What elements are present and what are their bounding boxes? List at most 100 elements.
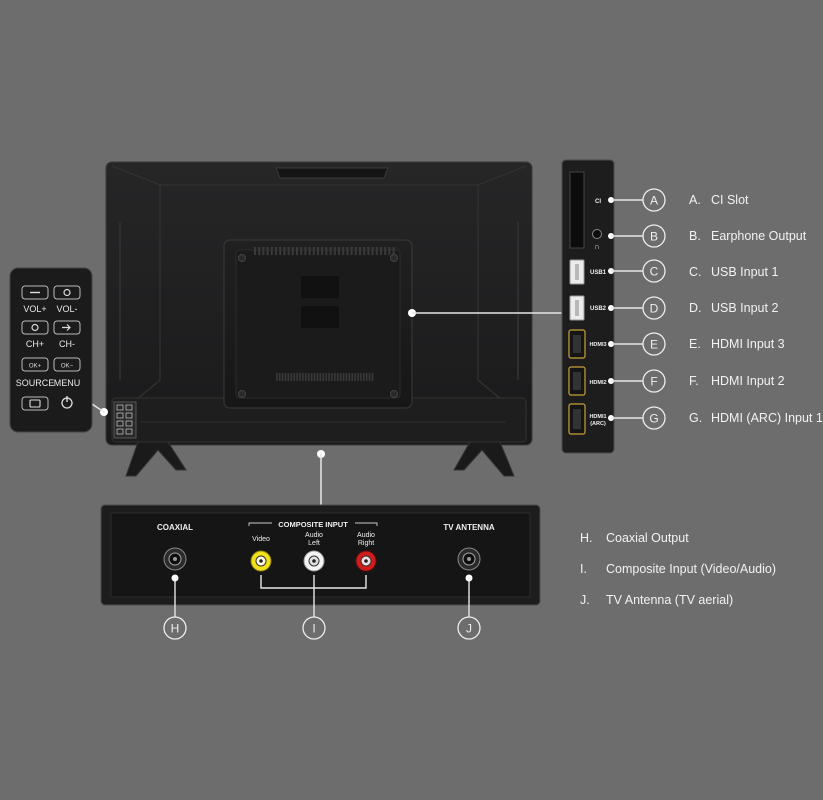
vent-slot <box>293 373 295 381</box>
vent-slot <box>325 247 328 255</box>
stand-left <box>125 441 187 477</box>
vent-slot <box>287 247 290 255</box>
earphone-jack[interactable] <box>592 229 602 239</box>
screw-2 <box>390 254 398 262</box>
vent-slot <box>275 247 277 255</box>
vent-slot <box>357 373 359 381</box>
legend-key: F. <box>689 374 699 388</box>
vent-slot <box>325 373 327 381</box>
mount-pad-bottom <box>301 306 339 328</box>
video-jack[interactable] <box>250 550 272 572</box>
vent-slot <box>302 373 304 381</box>
source-icon: OK+ <box>29 364 42 370</box>
vent-slot <box>316 373 319 381</box>
vent-slot <box>354 247 357 255</box>
audio-right-label-2: Right <box>358 540 374 547</box>
vent-slot <box>308 247 311 255</box>
legend-text: USB Input 2 <box>711 301 779 315</box>
vent-slot <box>363 373 365 381</box>
legend-key: B. <box>689 229 701 243</box>
input-button[interactable] <box>21 396 49 411</box>
audio-right-jack[interactable] <box>355 550 377 572</box>
ch-plus-button[interactable] <box>21 320 49 335</box>
vent-slot <box>307 373 310 381</box>
screw-4 <box>390 390 398 398</box>
marker-letter: B <box>650 230 658 244</box>
legend-text: HDMI (ARC) Input 1 <box>711 411 823 425</box>
vol-plus-label: VOL+ <box>23 304 46 314</box>
vent-slot <box>284 373 287 381</box>
port-tag-hdmi1-arc: (ARC) <box>590 421 606 427</box>
hdmi2-port[interactable] <box>568 366 586 396</box>
marker-dot-j <box>465 574 473 582</box>
vent-slot <box>281 373 284 381</box>
composite-bracket <box>248 522 378 526</box>
vol-minus-button[interactable] <box>53 285 81 300</box>
tv-side-button <box>116 412 124 419</box>
tv-side-button <box>116 428 124 435</box>
vent-slot <box>270 247 273 255</box>
port-tag-hdmi2: HDMI2 <box>589 380 606 386</box>
tv-antenna-jack[interactable] <box>457 547 481 571</box>
port-tag-usb2: USB2 <box>590 306 607 312</box>
coaxial-jack[interactable] <box>163 547 187 571</box>
marker-circle <box>642 369 666 393</box>
port-tag-ci: CI <box>595 199 601 205</box>
vent-slot <box>351 373 353 381</box>
tv-side-button <box>125 404 133 411</box>
coaxial-label: COAXIAL <box>157 523 193 532</box>
marker-j-text: J <box>466 622 472 636</box>
vent-slot <box>313 373 316 381</box>
tv-rear-diagram: VOL+ VOL- CH+ CH- OK+ OK− SOURCE MENU ∩ <box>9 159 666 640</box>
marker-circle <box>642 296 666 320</box>
video-label: Video <box>252 536 270 543</box>
port-tag-hdmi1: HDMI1 <box>589 414 606 420</box>
usb1-port-inner <box>575 264 579 280</box>
hdmi1-arc-port[interactable] <box>568 403 586 435</box>
legend-text: Earphone Output <box>711 229 807 243</box>
screw-3 <box>238 390 246 398</box>
ci-slot[interactable] <box>569 171 585 249</box>
vent-slot <box>368 373 371 381</box>
marker-letter: G <box>649 412 658 426</box>
vol-plus-button[interactable] <box>21 285 49 300</box>
audio-left-label-2: Left <box>308 540 320 547</box>
marker-i-text: I <box>312 622 315 636</box>
tv-buttons <box>116 404 133 435</box>
vent-slot <box>329 247 332 255</box>
vent-slot <box>334 373 336 381</box>
marker-letter: C <box>650 265 659 279</box>
legend-key: J. <box>580 593 590 607</box>
vent-slot <box>384 247 387 255</box>
legend-text: TV Antenna (TV aerial) <box>606 593 734 607</box>
legend-key: D. <box>689 301 702 315</box>
vent-slot <box>291 247 294 255</box>
legend-item-i: I.Composite Input (Video/Audio) <box>580 562 776 576</box>
marker-circle <box>642 224 666 248</box>
legend-key: H. <box>580 531 593 545</box>
legend-text: HDMI Input 3 <box>711 337 785 351</box>
tv-side-button <box>125 412 133 419</box>
vent-slot <box>296 373 298 381</box>
ch-minus-label: CH- <box>59 339 75 349</box>
vent-slot <box>319 373 322 381</box>
menu-button[interactable] <box>53 357 81 372</box>
audio-left-jack[interactable] <box>303 550 325 572</box>
source-button[interactable] <box>21 357 49 372</box>
vent-slot <box>365 373 368 381</box>
ch-minus-button[interactable] <box>53 320 81 335</box>
marker-letter: E <box>650 338 658 352</box>
vent-slot <box>310 373 313 381</box>
vent-slot <box>279 247 282 255</box>
audio-left-label-1: Audio <box>305 532 323 539</box>
hdmi3-port[interactable] <box>568 329 586 359</box>
vent-slot <box>299 373 301 381</box>
tv-side-button <box>125 428 133 435</box>
port-tag-usb1: USB1 <box>590 270 607 276</box>
button-panel: VOL+ VOL- CH+ CH- OK+ OK− SOURCE MENU <box>9 267 93 433</box>
marker-letter: F <box>650 375 657 389</box>
marker-letter: D <box>650 302 659 316</box>
marker-j <box>457 616 481 640</box>
vent-slot <box>359 247 361 255</box>
